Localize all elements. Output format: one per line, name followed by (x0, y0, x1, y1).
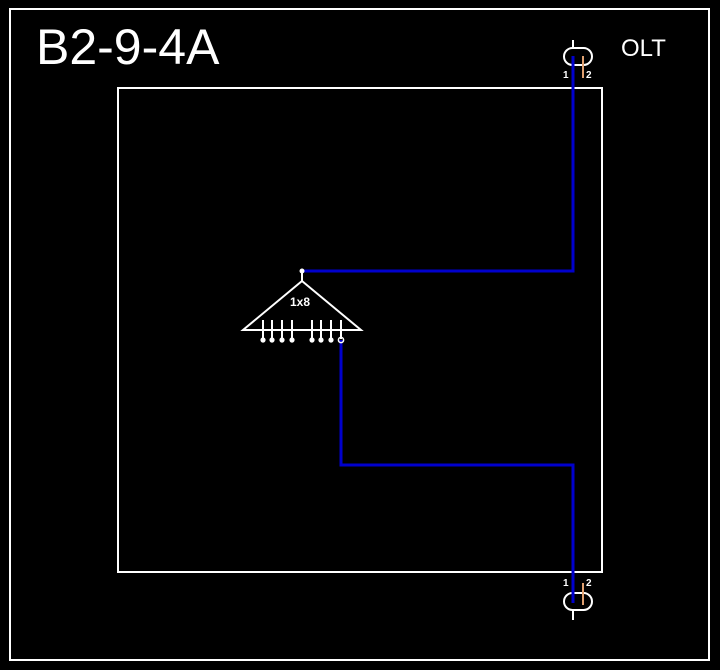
splitter-icon[interactable] (240, 268, 364, 344)
bottom-connector-icon[interactable] (563, 583, 593, 620)
olt-label: OLT (621, 35, 666, 62)
fiber-splitter-to-output[interactable] (339, 340, 575, 603)
bottom-port2-label: 2 (586, 578, 592, 589)
building-box (117, 87, 603, 573)
top-connector-icon[interactable] (563, 40, 593, 78)
bottom-port1-label: 1 (563, 578, 569, 589)
page-title: B2-9-4A (36, 19, 220, 75)
top-port1-label: 1 (563, 70, 569, 81)
top-port2-label: 2 (586, 70, 592, 81)
outer-frame (9, 8, 710, 661)
fiber-olt-to-splitter[interactable] (302, 56, 575, 273)
splitter-label: 1x8 (290, 295, 311, 309)
